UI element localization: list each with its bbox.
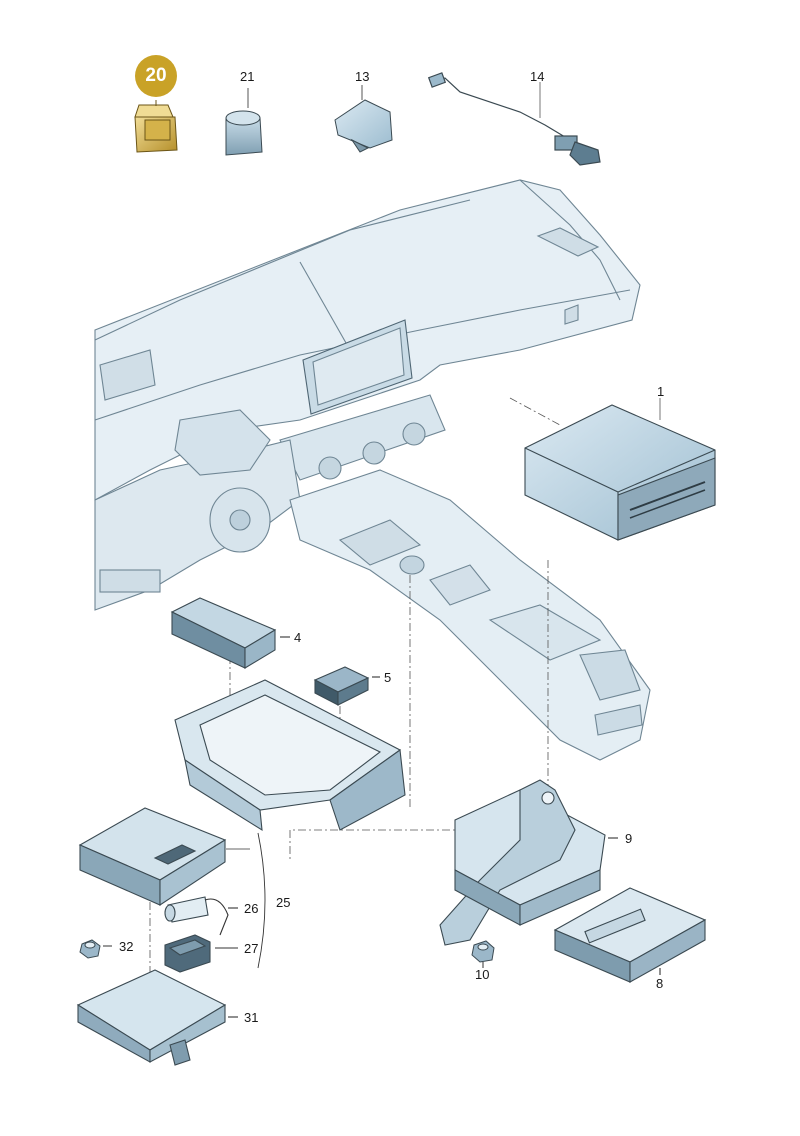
label-25[interactable]: 25 (276, 895, 291, 910)
part-32-nut (79, 939, 112, 959)
part-25-control-unit (78, 807, 266, 969)
label-13[interactable]: 13 (355, 69, 370, 84)
part-13-antenna (334, 85, 393, 153)
label-14[interactable]: 14 (530, 69, 545, 84)
part-9-bracket (439, 779, 618, 946)
label-27[interactable]: 27 (244, 941, 259, 956)
part-4-module (170, 597, 290, 669)
center-console (289, 469, 651, 761)
tray (174, 679, 406, 832)
part-27-holder (164, 934, 238, 973)
part-31-bracket (76, 969, 238, 1066)
label-5[interactable]: 5 (384, 670, 392, 685)
part-26-battery (164, 896, 238, 936)
part-5-connector (313, 666, 380, 706)
label-8[interactable]: 8 (656, 976, 664, 991)
label-10[interactable]: 10 (475, 967, 490, 982)
part-8-control-unit (553, 887, 707, 983)
part-10-nut (471, 940, 495, 968)
part-21-button (225, 88, 263, 156)
label-32[interactable]: 32 (119, 939, 134, 954)
label-21[interactable]: 21 (240, 69, 255, 84)
label-1[interactable]: 1 (657, 384, 665, 399)
label-26[interactable]: 26 (244, 901, 259, 916)
part-1-radio-unit (524, 398, 716, 541)
highlighted-part-badge[interactable]: 20 (135, 55, 177, 97)
dashboard (94, 179, 641, 611)
part-20-switch (134, 100, 178, 153)
label-31[interactable]: 31 (244, 1010, 259, 1025)
label-4[interactable]: 4 (294, 630, 302, 645)
part-14-cable (427, 72, 601, 166)
label-9[interactable]: 9 (625, 831, 633, 846)
